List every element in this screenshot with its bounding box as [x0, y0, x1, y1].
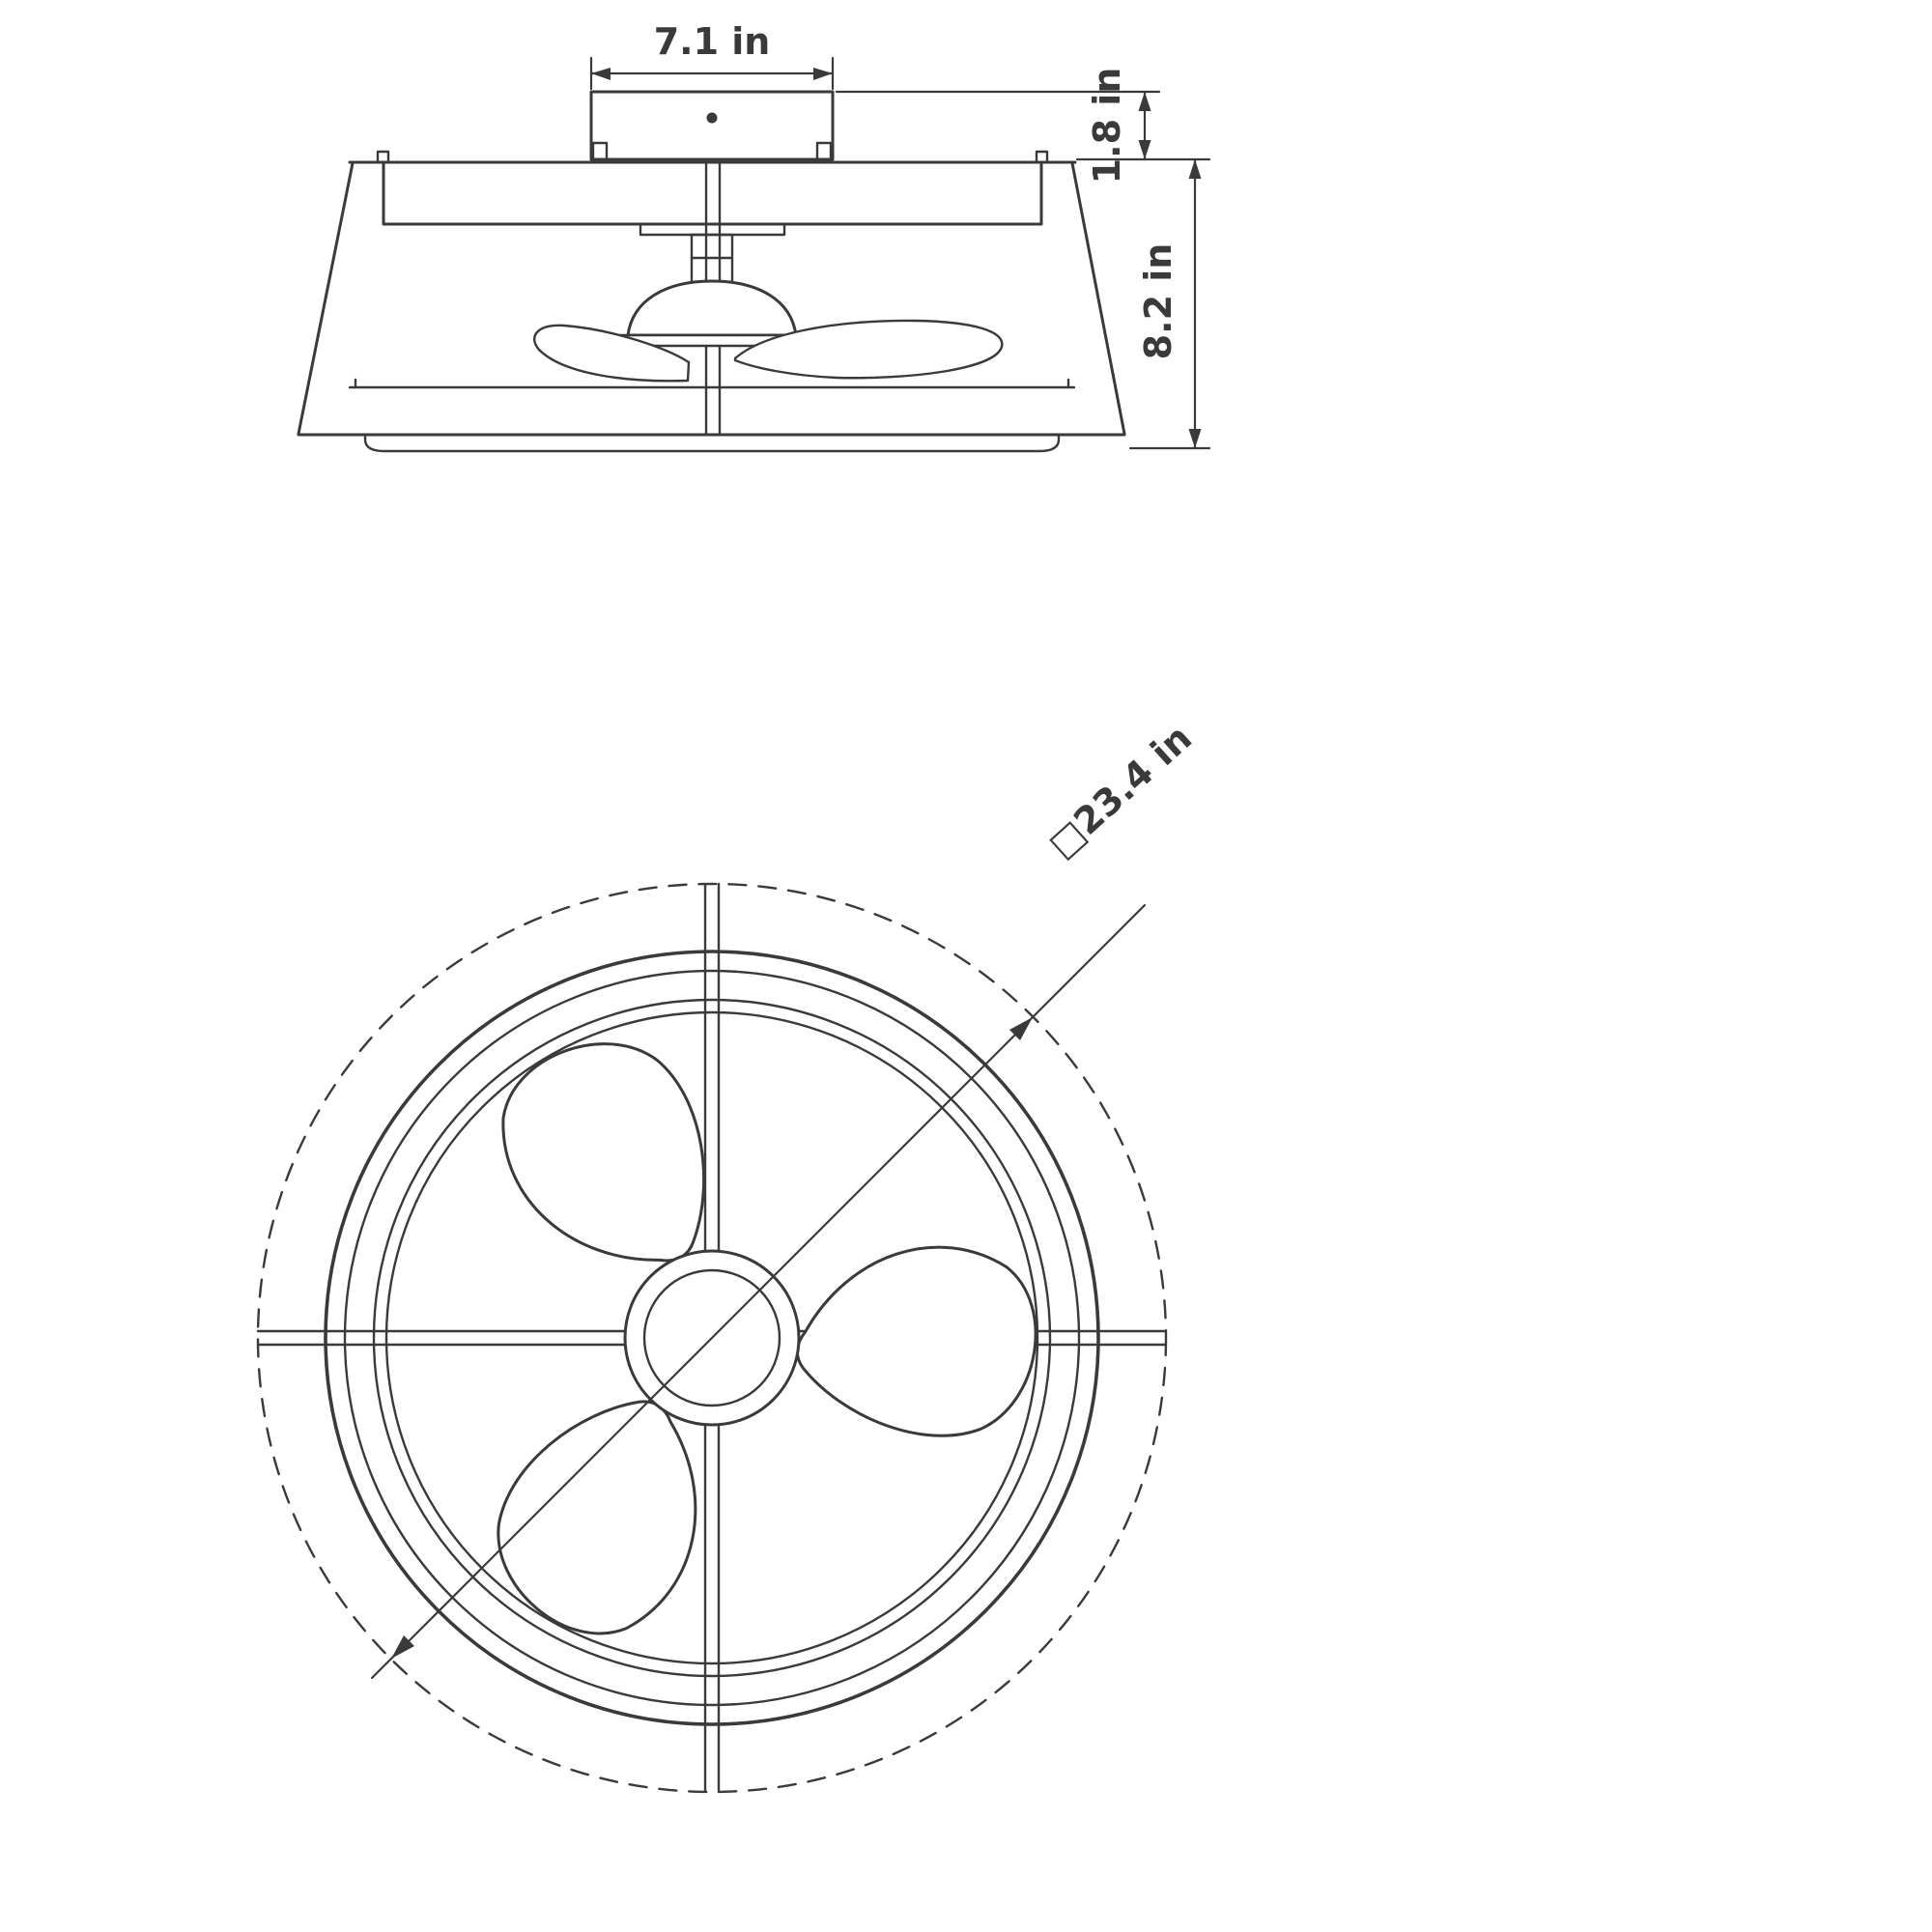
arrowhead-bottom [1138, 140, 1151, 159]
band-tab-right [1035, 150, 1049, 164]
canopy-body [589, 90, 835, 161]
bottom-cap [363, 435, 1061, 453]
arrowhead-right [813, 68, 833, 80]
motor-bell [626, 279, 798, 337]
guard-ring-inner [384, 1010, 1039, 1665]
canopy-tab-left [591, 141, 609, 161]
housing-wall-left [297, 161, 355, 436]
fan-blades-plan [497, 1042, 1037, 1635]
arrowhead-top [1188, 159, 1202, 179]
arrowhead-left [591, 68, 611, 80]
mount-bracket [639, 222, 786, 237]
arrowhead-bottom [1188, 429, 1202, 448]
upper-band [382, 160, 1043, 226]
dim-fixture-height-label: 8.2 in [1137, 243, 1179, 360]
overall-extent-dashed-circle [256, 882, 1168, 1794]
arrowhead-upper-right [1009, 1017, 1033, 1040]
canopy-screw [706, 112, 718, 124]
fan-blade-right [796, 1245, 1037, 1437]
dim-fixture-height: 8.2 in [1128, 157, 1211, 450]
fan-blade-top [501, 1042, 706, 1263]
dim-canopy-width-label: 7.1 in [654, 20, 771, 63]
fan-blade-bottom [497, 1400, 697, 1635]
housing-wall-right [1070, 161, 1126, 436]
outer-ring [324, 950, 1100, 1726]
canopy-tab-right [815, 141, 833, 161]
canopy [589, 90, 835, 161]
arrowhead-lower-left [391, 1635, 414, 1659]
bottom-plan-view: □23.4 in [256, 717, 1200, 1794]
fan-blade-side-right [733, 319, 1004, 380]
dim-canopy-height: 1.8 in [835, 68, 1211, 185]
side-elevation-view: 7.1 in [297, 20, 1211, 453]
arrowhead-top [1138, 92, 1151, 111]
dim-diagonal-label: □23.4 in [1040, 717, 1200, 867]
outer-ring-inner-edge [343, 969, 1081, 1707]
guard-ring-outer [372, 998, 1052, 1678]
dim-diagonal: □23.4 in [370, 717, 1200, 1680]
band-tab-left [376, 150, 390, 164]
motor-assembly [533, 160, 1004, 437]
fan-blade-side-left [533, 324, 691, 383]
dim-canopy-height-label: 1.8 in [1086, 68, 1128, 185]
dim-canopy-width: 7.1 in [589, 20, 835, 91]
